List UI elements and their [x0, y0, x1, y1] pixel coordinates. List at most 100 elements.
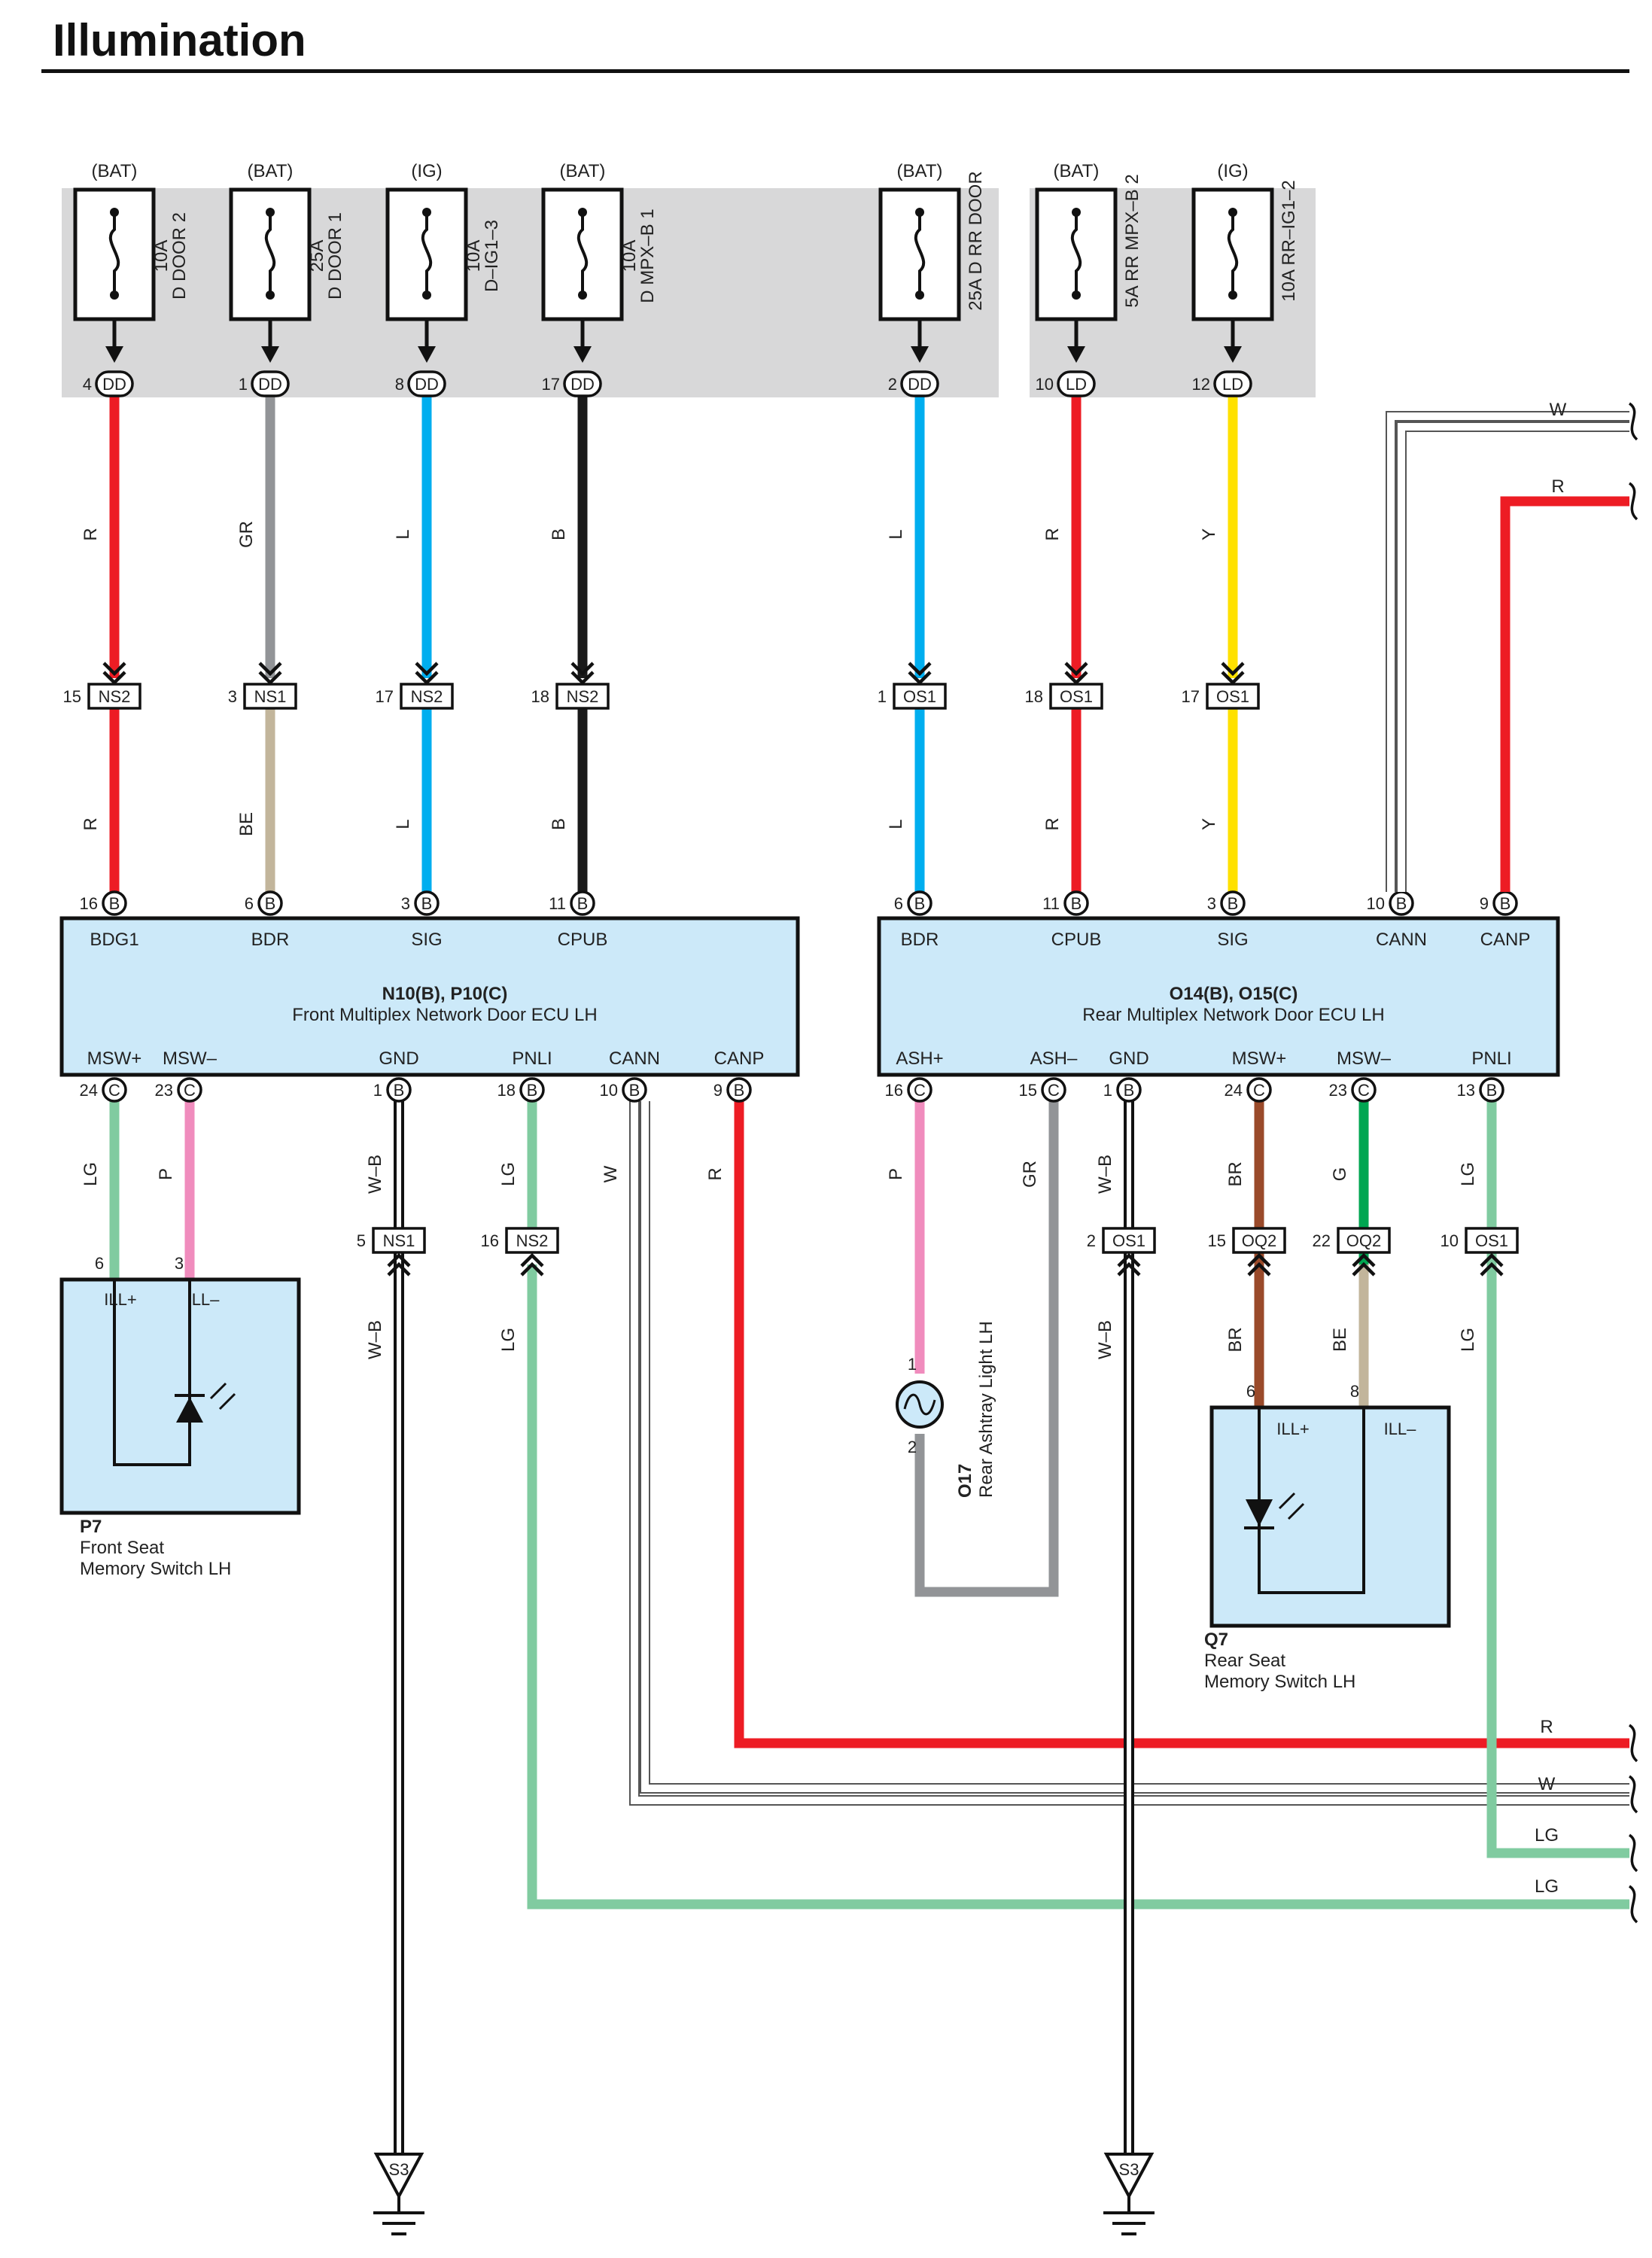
- exit-code-top-r: R: [1551, 476, 1564, 497]
- ecu-front-bottom-pin-4: [622, 1077, 647, 1103]
- ecu-front-box: [59, 916, 800, 1077]
- lower-junction-5: [1465, 1227, 1519, 1254]
- ecu-top-pin-1: [257, 890, 283, 916]
- fuse-conn-6-letter: LD: [1222, 375, 1243, 394]
- wire-rear-canp: [1500, 496, 1629, 892]
- led-rear-rays-icon: [1278, 1492, 1305, 1520]
- fuse-arrow-3: [573, 346, 592, 363]
- switch-front-pin-minus: 3: [175, 1254, 184, 1273]
- fuse-conn-2-letter: DD: [415, 375, 439, 394]
- lower-junction-4-label: OQ2: [1346, 1231, 1381, 1250]
- wire-rear-cann-1-core: [1398, 423, 1629, 892]
- fuse-conn-5-letter: LD: [1066, 375, 1087, 394]
- fuse-supply-1: (BAT): [248, 161, 294, 181]
- wire-front-cann-1-core: [631, 1101, 1629, 1804]
- exit-code-w: W: [1538, 1774, 1556, 1794]
- ecu-rear-bottom-pin-1: [1041, 1077, 1066, 1103]
- exit-code-top-w: W: [1550, 400, 1567, 420]
- lower-junction-pin-0: 5: [357, 1231, 366, 1250]
- ecu-rear-bottom-pin-2: [1116, 1077, 1142, 1103]
- fuse-pin-3: 17: [542, 375, 560, 394]
- ecu-front-bottom-pin-5: [726, 1077, 752, 1103]
- ecu-front-bottom-pin-no-1: 23: [155, 1081, 173, 1100]
- ecu-rear-bottom-code-2: W–B: [1095, 1155, 1115, 1194]
- fuse-node-bottom-0: [110, 291, 119, 300]
- lower-wire-code-0: W–B: [365, 1320, 385, 1359]
- fuse-supply-6: (IG): [1217, 161, 1248, 181]
- fuse-name-1: D DOOR 1: [325, 212, 345, 300]
- ecu-rear-bottom-term-4: MSW–: [1337, 1048, 1392, 1069]
- junction-6-label: OS1: [1216, 687, 1249, 706]
- switch-front-line2: Memory Switch LH: [80, 1559, 231, 1579]
- ecu-front-name: Front Multiplex Network Door ECU LH: [292, 1005, 597, 1025]
- ecu-front-bottom-pin-2-letter: B: [394, 1081, 405, 1100]
- switch-rear-pin-plus: 6: [1246, 1382, 1255, 1401]
- ecu-rear-bottom-term-3: MSW+: [1232, 1048, 1287, 1069]
- wire-code-upper-3: B: [549, 528, 569, 540]
- fuse-name-2: D–IG1–3: [482, 220, 502, 292]
- wire-code-lower-6: Y: [1199, 818, 1219, 830]
- ecu-front-bottom-code-4: W: [601, 1165, 621, 1182]
- fuse-conn-6: [1213, 370, 1252, 397]
- conn-chevron-6: [1221, 662, 1245, 686]
- exit-code-lg-2: LG: [1535, 1876, 1559, 1897]
- fuse-node-bottom-4: [915, 291, 924, 300]
- led-rays-icon: [209, 1382, 236, 1410]
- fuse-node-top-1: [266, 208, 275, 217]
- fuse-arrow-1: [261, 346, 279, 363]
- fuse-arrow-6: [1224, 346, 1242, 363]
- wire-front-cann-2-core: [641, 1101, 1629, 1792]
- lower-junction-3-label: OQ2: [1242, 1231, 1276, 1250]
- ecu-rear-bottom-pin-no-0: 16: [885, 1081, 903, 1100]
- page-title: Illumination: [53, 15, 306, 65]
- ecu-rear-name: Rear Multiplex Network Door ECU LH: [1082, 1005, 1384, 1025]
- ecu-front-code: N10(B), P10(C): [382, 984, 508, 1004]
- ecu-front-bottom-code-3: LG: [498, 1162, 519, 1186]
- junction-pin-5: 18: [1025, 687, 1043, 706]
- fuse-supply-0: (BAT): [92, 161, 138, 181]
- ecu-top-pin-0: [102, 890, 127, 916]
- ecu-rear-top-pin-no-1: 9: [1480, 894, 1489, 913]
- fuse-arrow-4: [911, 346, 929, 363]
- ecu-front-bottom-pin-no-3: 18: [497, 1081, 516, 1100]
- fuse-conn-5: [1057, 370, 1096, 397]
- ecu-top-pin-5: [1063, 890, 1089, 916]
- fuse-pin-4: 2: [888, 375, 897, 394]
- ecu-rear-bottom-code-0: P: [886, 1168, 906, 1180]
- wire-code-lower-4: L: [886, 819, 906, 829]
- ecu-top-term-6: SIG: [1217, 930, 1248, 950]
- ecu-front-bottom-term-1: MSW–: [163, 1048, 218, 1069]
- ecu-top-pin-no-6: 3: [1207, 894, 1216, 913]
- break-mark-bottom-3: [1628, 1885, 1638, 1924]
- junction-pin-0: 15: [63, 687, 81, 706]
- lower-junction-pin-3: 15: [1208, 1231, 1226, 1250]
- ecu-rear-box: [877, 916, 1560, 1077]
- lower-junction-pin-2: 2: [1087, 1231, 1096, 1250]
- ashtray-pin-bottom: 2: [908, 1438, 917, 1456]
- fuse-element-2: [421, 212, 433, 295]
- lower-wire-code-4: BE: [1330, 1328, 1350, 1352]
- fuse-arrow-2: [418, 346, 436, 363]
- ecu-front-bottom-pin-2: [386, 1077, 412, 1103]
- wire-code-lower-0: R: [81, 817, 101, 830]
- lower-chevron-4: [1352, 1252, 1376, 1277]
- lower-wire-code-5: LG: [1458, 1328, 1478, 1352]
- fuse-element-3: [577, 212, 589, 295]
- conn-chevron-3: [570, 662, 595, 686]
- switch-rear-line2: Memory Switch LH: [1204, 1672, 1355, 1692]
- wire-code-lower-5: R: [1042, 817, 1063, 830]
- ecu-front-bottom-pin-1: [177, 1077, 202, 1103]
- lower-junction-pin-5: 10: [1441, 1231, 1459, 1250]
- ecu-rear-bottom-code-1: GR: [1020, 1161, 1040, 1188]
- exit-code-lg-1: LG: [1535, 1825, 1559, 1846]
- wire-code-upper-5: R: [1042, 528, 1063, 540]
- wire-code-lower-2: L: [393, 819, 413, 829]
- fuse-arrow-0: [105, 346, 123, 363]
- ecu-top-pin-0-letter: B: [109, 894, 120, 913]
- ecu-front-bottom-code-2: W–B: [365, 1155, 385, 1194]
- fuse-supply-3: (BAT): [560, 161, 606, 181]
- break-mark-bottom-2: [1628, 1833, 1638, 1873]
- ecu-rear-top-pin-0-letter: B: [1396, 894, 1407, 913]
- ground-label-1: S3: [1119, 2160, 1139, 2179]
- junction-1: [243, 683, 297, 710]
